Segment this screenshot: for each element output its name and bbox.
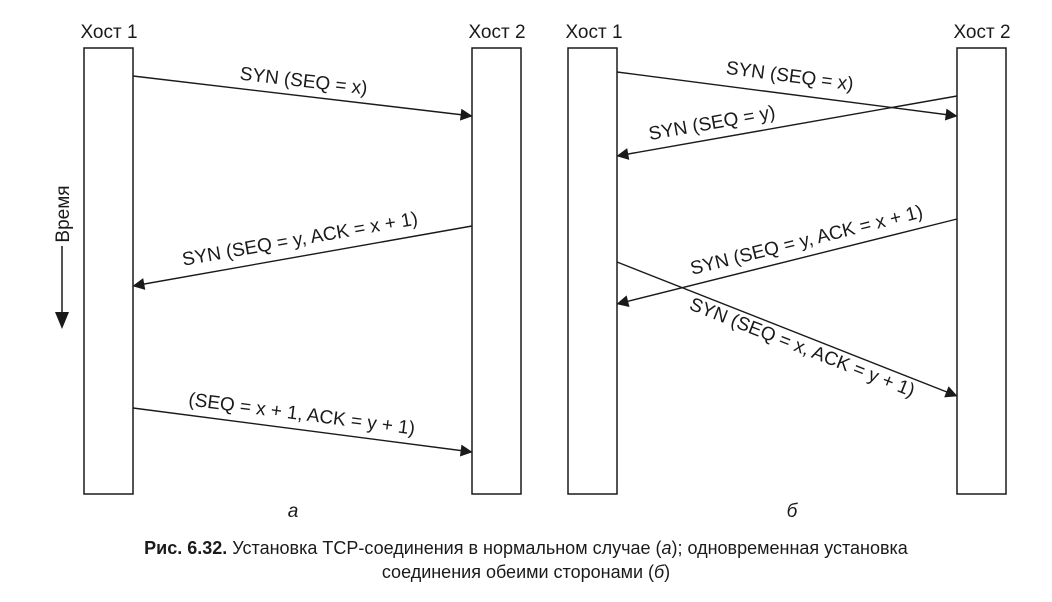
panel-b-host1-timeline [567,47,618,495]
panel-a-host1-label: Хост 1 [80,22,137,43]
panel-b-host2-label: Хост 2 [953,22,1010,43]
time-axis: Время [53,185,74,329]
caption-italic-a: а [661,538,672,558]
panel-b-arrow-syn-ack-x [616,218,958,308]
panel-a-msg-syn-ack: SYN (SEQ = y, ACK = x + 1) [181,209,420,271]
panel-b-arrow-syn-ack-y [616,261,958,398]
caption-italic-b: б [654,562,665,582]
panel-b-host2-timeline [956,47,1007,495]
panel-b-msg-syn-x: SYN (SEQ = x) [725,58,855,95]
panel-a: Хост 1 Хост 2 Время SYN (SEQ = x) SYN (S… [53,22,526,522]
caption-text-4: ) [664,562,671,582]
figure-number: Рис. 6.32. [144,538,228,558]
caption-text-1: Установка TCP-соединения в нормальном сл… [227,538,662,558]
panel-a-host1-timeline [83,47,134,495]
panel-b-sublabel: б [787,501,799,522]
panel-a-arrow-syn [132,75,473,121]
panel-a-host2-timeline [471,47,522,495]
time-arrow-head [55,312,69,329]
panel-b-msg-syn-ack-x: SYN (SEQ = y, ACK = x + 1) [688,202,925,280]
panel-b-host1-label: Хост 1 [565,22,622,43]
panel-b-arrow-syn-y [616,95,958,160]
time-label: Время [53,185,74,242]
panel-a-msg-ack: (SEQ = x + 1, ACK = y + 1) [187,389,416,439]
panel-a-sublabel: а [288,501,299,522]
panel-a-arrow-ack [132,407,473,457]
caption-text-3: соединения обеими сторонами ( [381,562,655,582]
caption-line-2: соединения обеими сторонами (б) [0,560,1052,584]
caption-text-2: ); одновременная установка [671,538,908,558]
panel-b: Хост 1 Хост 2 SYN (SEQ = x) SYN (SEQ = y… [565,22,1010,522]
panel-a-host2-label: Хост 2 [468,22,525,43]
panel-b-arrow-syn-x [616,71,958,121]
panel-a-msg-syn: SYN (SEQ = x) [239,64,369,100]
panel-a-arrow-syn-ack [132,225,473,290]
figure-caption: Рис. 6.32. Установка TCP-соединения в но… [0,536,1052,584]
caption-line-1: Рис. 6.32. Установка TCP-соединения в но… [0,536,1052,560]
panel-b-msg-syn-ack-y: SYN (SEQ = x, ACK = y + 1) [686,294,917,402]
